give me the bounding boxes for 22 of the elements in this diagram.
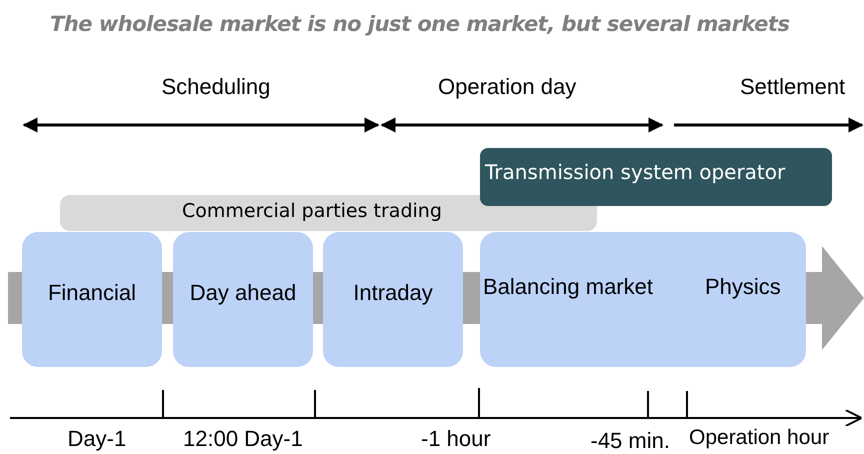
- node-text: Balancing market: [483, 274, 653, 300]
- market-box: [323, 232, 463, 367]
- node-text: Physics: [705, 274, 781, 300]
- time-label: 12:00 Day-1: [183, 426, 303, 452]
- time-label: Operation hour: [689, 426, 830, 450]
- phase-label: Settlement: [740, 74, 846, 100]
- time-label: -1 hour: [421, 426, 491, 452]
- node-text: Financial: [46, 280, 138, 306]
- market-box: [480, 232, 806, 367]
- phase-label: Scheduling: [162, 74, 270, 100]
- node-text: Day ahead: [188, 280, 298, 306]
- market-box: [173, 232, 313, 367]
- node-text: Commercial parties trading: [182, 200, 442, 222]
- time-label: Day-1: [68, 426, 126, 452]
- band: [480, 148, 832, 206]
- time-label: -45 min.: [590, 428, 670, 454]
- phase-label: Operation day: [438, 74, 576, 100]
- node-text: Transmission system operator: [485, 160, 786, 184]
- market-box: [22, 232, 162, 367]
- node-text: Intraday: [352, 280, 434, 306]
- band: [60, 195, 597, 231]
- title: The wholesale market is no just one market, but several markets: [50, 12, 790, 36]
